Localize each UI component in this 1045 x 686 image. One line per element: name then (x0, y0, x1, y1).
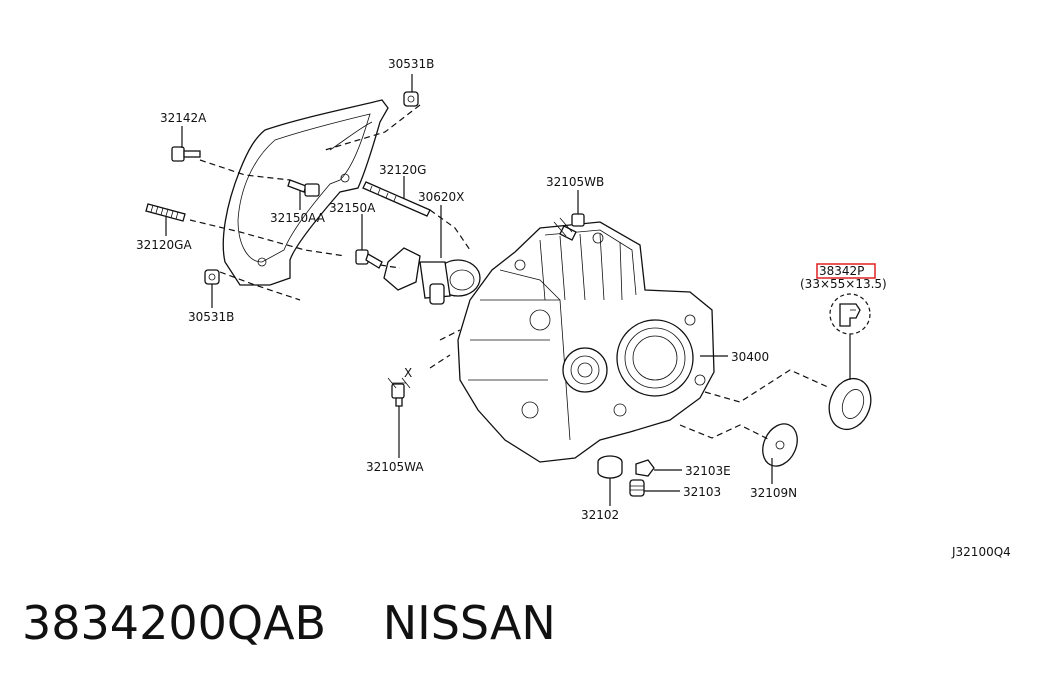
parts-diagram: 30531B 32142A 32120G 32150AA 32150A 3062… (136, 57, 1011, 559)
transmission-case-30400 (457, 221, 715, 463)
caption: 3834200QAB NISSAN (22, 596, 556, 650)
label-x-dimension: X (404, 366, 412, 380)
release-bearing-30620x (383, 247, 481, 305)
label-32150a[interactable]: 32150A (329, 201, 376, 215)
label-32120g[interactable]: 32120G (379, 163, 426, 177)
bolt-32150aa (287, 179, 320, 197)
label-32105wb[interactable]: 32105WB (546, 175, 604, 189)
shim-32109n (762, 423, 798, 467)
nut-30531b-bottom (204, 269, 220, 285)
label-32103[interactable]: 32103 (683, 485, 721, 499)
label-32103e[interactable]: 32103E (685, 464, 731, 478)
label-32150aa[interactable]: 32150AA (270, 211, 326, 225)
label-32120ga[interactable]: 32120GA (136, 238, 192, 252)
plug-32103 (629, 479, 645, 497)
label-32142a[interactable]: 32142A (160, 111, 207, 125)
label-30400[interactable]: 30400 (731, 350, 769, 364)
label-32109n[interactable]: 32109N (750, 486, 797, 500)
stud-32120ga (145, 203, 186, 222)
stud-32120g (362, 181, 431, 217)
label-32105wa[interactable]: 32105WA (366, 460, 424, 474)
caption-part-number: 3834200QAB (22, 596, 327, 650)
highlight-box-38342p (816, 263, 876, 279)
label-38342p-size: (33×55×13.5) (800, 277, 887, 291)
bolt-32105wb (559, 213, 585, 241)
bolt-32150a (355, 249, 383, 269)
bolt-32142a (171, 146, 201, 162)
label-30620x[interactable]: 30620X (418, 190, 464, 204)
seal-detail (829, 293, 871, 335)
plug-32103e (635, 459, 655, 477)
nut-30531b-top (403, 91, 419, 107)
caption-brand: NISSAN (382, 596, 556, 650)
label-38342p[interactable]: 38342P (819, 264, 864, 278)
bolt-32105wa (391, 383, 405, 407)
magnet-32102 (597, 455, 623, 479)
diagram-code: J32100Q4 (951, 545, 1011, 559)
label-30531b-top[interactable]: 30531B (388, 57, 434, 71)
oil-seal-38342p (828, 377, 872, 431)
label-30531b-bottom[interactable]: 30531B (188, 310, 234, 324)
label-32102[interactable]: 32102 (581, 508, 619, 522)
